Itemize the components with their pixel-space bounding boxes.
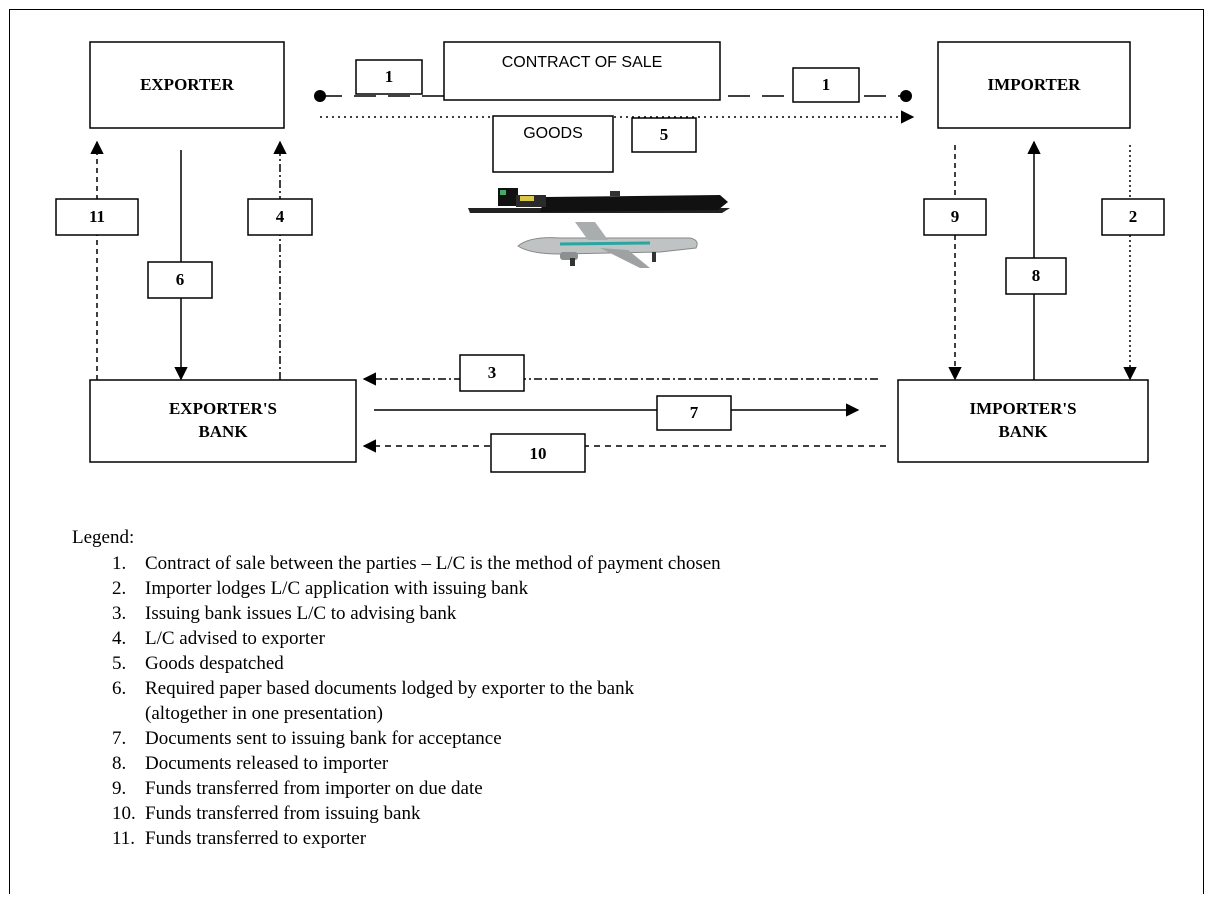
importer-node: IMPORTER: [937, 41, 1131, 129]
goods-box: GOODS: [492, 115, 614, 173]
legend-item: 6.Required paper based documents lodged …: [112, 678, 635, 699]
step-10-badge: 10: [490, 433, 586, 473]
svg-text:4: 4: [276, 207, 285, 226]
step-3-badge: 3: [459, 354, 525, 392]
step-9-badge: 9: [923, 198, 987, 236]
legend-item-continuation: (altogether in one presentation): [145, 703, 383, 724]
step-2-badge: 2: [1101, 198, 1165, 236]
legend-item: 11.Funds transferred to exporter: [112, 828, 367, 849]
step-5-badge: 5: [631, 117, 697, 153]
svg-text:9: 9: [951, 207, 960, 226]
svg-text:3: 3: [488, 363, 497, 382]
legend-title: Legend:: [72, 527, 135, 548]
legend-item: 2.Importer lodges L/C application with i…: [112, 578, 529, 599]
step-1-badge-left: 1: [355, 59, 423, 95]
legend-item: 10.Funds transferred from issuing bank: [112, 803, 421, 824]
svg-text:6: 6: [176, 270, 185, 289]
svg-text:5: 5: [660, 125, 669, 144]
svg-text:11: 11: [89, 207, 105, 226]
legend-item: 4.L/C advised to exporter: [112, 628, 325, 649]
step-1-badge-right: 1: [792, 67, 860, 103]
exporter-bank-label-line1: EXPORTER'S: [169, 399, 277, 418]
svg-text:1: 1: [822, 75, 831, 94]
importer-bank-label-line1: IMPORTER'S: [969, 399, 1076, 418]
legend-item: 5.Goods despatched: [112, 653, 284, 674]
step-8-badge: 8: [1005, 257, 1067, 295]
ship-icon: [468, 188, 730, 213]
diagram-frame: [9, 9, 1204, 894]
importer-label: IMPORTER: [988, 75, 1082, 94]
svg-text:8: 8: [1032, 266, 1041, 285]
exporter-label: EXPORTER: [140, 75, 235, 94]
goods-label: GOODS: [523, 125, 583, 142]
contract-of-sale-box: CONTRACT OF SALE: [443, 41, 721, 101]
legend-item: 9.Funds transferred from importer on due…: [112, 778, 483, 799]
legend-item: 7.Documents sent to issuing bank for acc…: [112, 728, 502, 749]
importer-bank-label-line2: BANK: [998, 422, 1048, 441]
svg-text:10: 10: [530, 444, 547, 463]
importer-bank-node: IMPORTER'S BANK: [897, 379, 1149, 463]
svg-text:2: 2: [1129, 207, 1138, 226]
svg-text:7: 7: [690, 403, 699, 422]
legend-item: 8.Documents released to importer: [112, 753, 389, 774]
contract-of-sale-label: CONTRACT OF SALE: [502, 54, 663, 71]
legend-list: 1.Contract of sale between the parties –…: [72, 551, 721, 851]
step-6-badge: 6: [147, 261, 213, 299]
exporter-bank-label-line2: BANK: [198, 422, 248, 441]
airplane-icon: [517, 222, 698, 268]
exporter-bank-node: EXPORTER'S BANK: [89, 379, 357, 463]
legend-item: 3.Issuing bank issues L/C to advising ba…: [112, 603, 457, 624]
exporter-node: EXPORTER: [89, 41, 285, 129]
step-7-badge: 7: [656, 395, 732, 431]
legend: Legend: 1.Contract of sale between the p…: [72, 525, 721, 851]
svg-text:1: 1: [385, 67, 394, 86]
step-11-badge: 11: [55, 198, 139, 236]
legend-item: 1.Contract of sale between the parties –…: [112, 553, 721, 574]
step-4-badge: 4: [247, 198, 313, 236]
letter-of-credit-flow-diagram: EXPORTER IMPORTER EXPORTER'S BANK IMPORT…: [55, 41, 1165, 473]
